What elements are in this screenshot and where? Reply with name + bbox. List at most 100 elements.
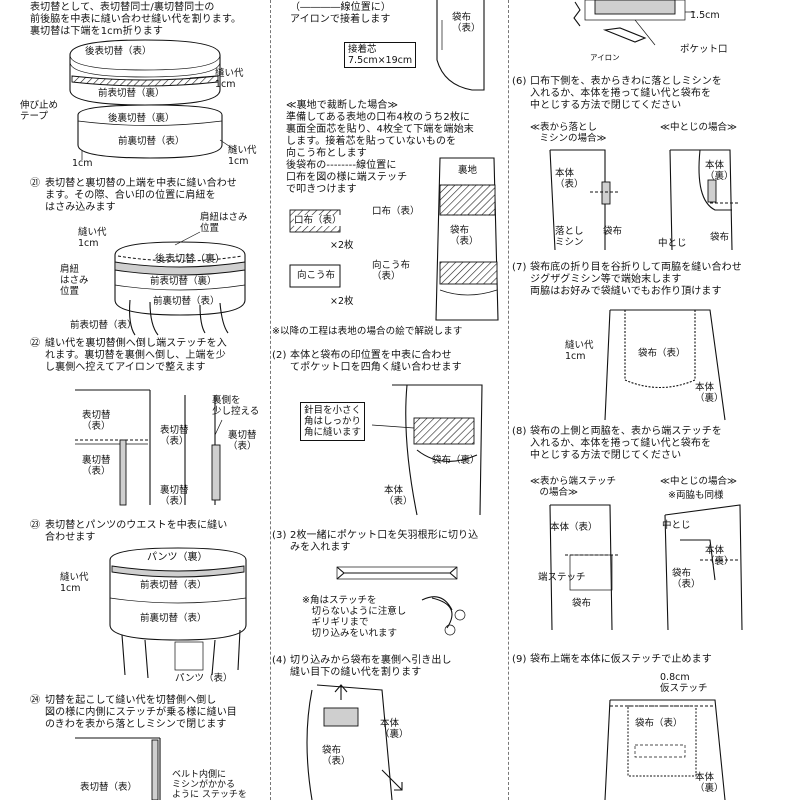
step-8-number: (8): [512, 426, 527, 437]
step-7-figure: [604, 309, 726, 421]
label-pocket: 袋布: [572, 598, 592, 609]
label-drop: 落とし ミシン: [555, 226, 584, 248]
step-8-figure: [549, 504, 743, 631]
label-x2b: ×2枚: [330, 296, 354, 307]
step-2-text: 本体と袋布の印位置を中表に合わせ てポケット口を四角く縫い合わせます: [290, 350, 462, 373]
step-23-figure: [109, 547, 247, 679]
label-pocket: 袋布 （表）: [452, 12, 481, 34]
step-3-text: 2枚一緒にポケット口を矢羽根形に切り込 みを入れます: [290, 530, 479, 553]
step-23-number: ㉓: [30, 520, 41, 531]
warn-note: ※角はステッチを 切らないように注意し ギリギリまで 切り込みをいれます: [302, 595, 407, 639]
label-front-out: 前表切替（表）: [70, 320, 137, 331]
step-24-figure: [75, 737, 161, 800]
label-pants2: パンツ（表）: [175, 673, 233, 684]
label-seam: 縫い代 1cm: [78, 227, 107, 249]
step-21-number: ㉑: [30, 178, 41, 189]
step-21-figure: [114, 231, 246, 336]
column-divider: [270, 0, 271, 800]
option-2: ≪中とじの場合≫: [660, 476, 737, 487]
note: ※以降の工程は表地の場合の絵で解説します: [272, 326, 463, 337]
label-body: 本体（表）: [550, 522, 598, 533]
step-2-number: (2): [272, 350, 287, 361]
label-outer2: 表切替 （表）: [160, 425, 189, 447]
label-seam: 縫い代 1cm: [215, 68, 244, 90]
stitch-note: 針目を小さく 角はしっかり 角に縫います: [300, 402, 366, 441]
step-9-text: 袋布上端を本体に仮ステッチで止めます: [530, 654, 712, 665]
column-divider: [508, 0, 509, 800]
label-stitch: 端ステッチ: [538, 572, 586, 583]
label-belt: ベルト内側に ミシンがかかる ように ステッチを: [172, 770, 247, 800]
label-pocket: 袋布: [603, 226, 623, 237]
step-24-number: ㉔: [30, 695, 41, 706]
label-1cm: 1cm: [72, 158, 93, 169]
label-pocket2: 袋布 （表）: [672, 568, 701, 590]
step-9-number: (9): [512, 654, 527, 665]
band-figure: [69, 39, 236, 160]
label-back: 後表切替（裏）: [155, 254, 225, 265]
step-7-text: 袋布底の折り目を谷折りして両脇を縫い合わせ ジグザグミシン等で端始末します 両脇…: [530, 262, 742, 297]
label-pocket: 袋布 （表）: [322, 745, 351, 767]
label-outer: 表切替（表）: [80, 782, 138, 793]
label-strap-pos2: 肩紐 はさみ 位置: [60, 264, 89, 297]
step-9-figure: [604, 699, 726, 800]
label-front-in: 前裏切替（表）: [153, 296, 220, 307]
label-front-inner: 前裏切替（表）: [118, 136, 185, 147]
step-8-text: 袋布の上側と両脇を、表から端ステッチを 入れるか、本体を捲って縫い代と袋布を 中…: [530, 426, 722, 461]
label-inner2: 裏切替 （表）: [160, 485, 189, 507]
option-1: ≪表から落とし ミシンの場合≫: [530, 122, 607, 144]
label-lining: 裏地: [458, 165, 478, 176]
label-front-in: 前裏切替（表）: [140, 613, 207, 624]
step-6-number: (6): [512, 76, 527, 87]
label-body: 本体 （表）: [384, 485, 413, 507]
label-seam: 縫い代 1cm: [565, 340, 594, 362]
step-24-text: 切替を起こして縫い代を切替側へ倒し 図の様に内側にステッチが乗る様に縫い目 のき…: [45, 695, 237, 730]
step-21-text: 表切替と裏切替の上端を中表に縫い合わせ ます。その際、合い印の位置に肩紐を はさ…: [45, 178, 237, 213]
label-pocket-mouth: ポケット口: [680, 44, 728, 55]
top-figure: [573, 0, 695, 46]
label-ura: 裏側を 少し控える: [212, 395, 260, 417]
column-middle: （――――線位置に） アイロンで接着します 接着芯 7.5cm×19cm 袋布 …: [272, 0, 508, 800]
step-3-figure: [336, 566, 466, 636]
label-pocket2: 袋布: [710, 232, 730, 243]
label-naka: 中とじ: [658, 238, 687, 249]
step-4-text: 切り込みから袋布を裏側へ引き出し 縫い目下の縫い代を割ります: [290, 655, 452, 678]
label-front-back: 前表切替（裏）: [150, 276, 217, 287]
fusing-box: 接着芯 7.5cm×19cm: [344, 42, 417, 68]
label-body: 本体 （裏）: [695, 772, 724, 794]
label-iron: アイロン: [590, 53, 620, 62]
label-body: 本体 （裏）: [380, 718, 409, 740]
label-seam2: 縫い代 1cm: [228, 145, 257, 167]
step-22-text: 縫い代を裏切替側へ倒し端ステッチを入 れます。裏切替を裏側へ倒し、上端を少 し裏…: [45, 338, 227, 373]
label-pants: パンツ（裏）: [147, 552, 208, 563]
step-2-figure: [371, 384, 483, 516]
label-front-outer: 前表切替（裏）: [98, 88, 165, 99]
label-back-outer: 後表切替（表）: [85, 46, 152, 57]
label-inner3: 裏切替 （表）: [228, 430, 257, 452]
label-seam: 縫い代 1cm: [60, 572, 89, 594]
label-kuchi-box: 口布（表）: [294, 215, 342, 226]
step-22-figure: [75, 389, 223, 506]
option-2: ≪中とじの場合≫: [660, 122, 737, 133]
step-22-number: ㉒: [30, 338, 41, 349]
pocket-figure: [436, 0, 485, 91]
label-x2a: ×2枚: [330, 240, 354, 251]
label-pocket2: 袋布 （表）: [450, 225, 479, 247]
column-left: 表切替として、表切替同士/裏切替同士の 前後脇を中表に縫い合わせ縫い代を割ります…: [0, 0, 270, 800]
label-pocket: 袋布（表）: [638, 348, 686, 359]
label-outer: 表切替 （表）: [82, 410, 111, 432]
step-3-number: (3): [272, 530, 287, 541]
label-body: 本体 （表）: [555, 168, 584, 190]
lining-text: 準備してある表地の口布4枚のうち2枚に 裏面全面芯を貼り、4枚全て下端を端始末 …: [286, 112, 474, 195]
label-body2: 本体 （裏）: [705, 545, 734, 567]
label-front-out: 前表切替（表）: [140, 580, 207, 591]
label-dim: 0.8cm 仮ステッチ: [660, 672, 708, 694]
label-mukou: 向こう布 （表）: [372, 260, 411, 282]
label-pocket: 袋布（表）: [635, 718, 683, 729]
column-right: 1.5cm アイロン ポケット口 (6) 口布下側を、表からきわに落としミシンを…: [510, 0, 800, 800]
step-4-figure: [306, 684, 403, 800]
label-back-inner: 後裏切替（裏）: [108, 113, 175, 124]
lining-case: ≪裏地で裁断した場合≫: [286, 100, 399, 111]
label-pocket: 袋布（裏）: [432, 455, 480, 466]
step-4-number: (4): [272, 655, 287, 666]
option-2-note: ※両脇も同様: [668, 490, 724, 501]
